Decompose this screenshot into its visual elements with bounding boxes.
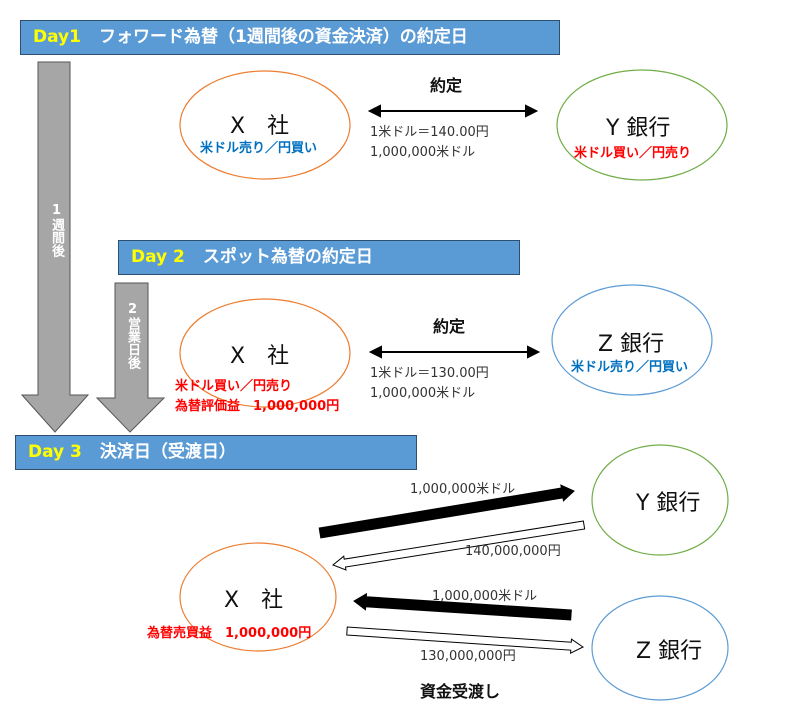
valuation-gain: 為替評価益 1,000,000円	[175, 399, 340, 414]
contract-label: 約定	[430, 76, 463, 95]
y-bank-name: Y 銀行	[636, 491, 701, 516]
arrowhead	[368, 345, 382, 359]
day2-title: スポット為替の約定日	[202, 247, 373, 267]
trading-gain: 為替売買益 1,000,000円	[147, 626, 312, 641]
usd-from-z-label: 1,000,000米ドル	[432, 589, 538, 604]
one-week-arrow	[20, 61, 90, 433]
x-company-ellipse-day2	[179, 298, 351, 408]
jpy-from-y-arrow	[332, 520, 586, 571]
usd-from-z-arrow	[353, 592, 572, 621]
y-bank-action: 米ドル買い／円売り	[574, 146, 692, 161]
forward-amount: 1,000,000米ドル	[370, 145, 476, 160]
x-company-ellipse-day3	[179, 542, 337, 652]
contract-label: 約定	[433, 317, 466, 336]
y-bank-ellipse-day3	[591, 444, 729, 556]
z-bank-ellipse-day3	[591, 595, 729, 701]
spot-amount: 1,000,000米ドル	[370, 386, 476, 401]
x-company-ellipse-day1	[179, 70, 351, 180]
one-week-label: 1週間後	[49, 203, 64, 257]
jpy-from-y-label: 140,000,000円	[465, 544, 561, 559]
x-company-name: X 社	[224, 588, 284, 613]
z-bank-action: 米ドル売り／円買い	[571, 360, 689, 375]
x-company-name: X 社	[230, 344, 290, 369]
x-company-name: X 社	[230, 114, 290, 139]
jpy-to-z-label: 130,000,000円	[420, 649, 516, 664]
usd-to-y-label: 1,000,000米ドル	[410, 482, 516, 497]
day1-label: Day1	[33, 27, 81, 47]
arrowhead	[525, 104, 539, 118]
jpy-to-z-arrow	[346, 626, 584, 655]
x-company-action: 米ドル買い／円売り	[175, 379, 293, 394]
z-bank-ellipse-day2	[551, 284, 713, 396]
day3-header: Day 3 決済日（受渡日）	[15, 435, 417, 470]
day2-header: Day 2 スポット為替の約定日	[118, 240, 520, 275]
day2-label: Day 2	[131, 247, 185, 267]
z-bank-name: Z 銀行	[636, 639, 703, 664]
day1-header: Day1 フォワード為替（1週間後の資金決済）の約定日	[20, 20, 560, 55]
x-company-action: 米ドル売り／円買い	[200, 141, 318, 156]
two-days-arrow	[95, 282, 166, 433]
y-bank-name: Y 銀行	[606, 116, 671, 141]
day3-title: 決済日（受渡日）	[99, 442, 236, 462]
settlement-caption: 資金受渡し	[420, 682, 501, 701]
day1-title: フォワード為替（1週間後の資金決済）の約定日	[98, 27, 468, 47]
y-bank-ellipse-day1	[556, 69, 728, 181]
forward-rate: 1米ドル＝140.00円	[370, 125, 489, 140]
arrowhead	[527, 345, 541, 359]
usd-to-y-arrow	[318, 484, 575, 539]
arrowhead	[367, 104, 381, 118]
spot-rate: 1米ドル＝130.00円	[370, 366, 489, 381]
two-days-label: 2営業日後	[125, 302, 140, 369]
day3-label: Day 3	[28, 442, 82, 462]
z-bank-name: Z 銀行	[598, 332, 665, 357]
